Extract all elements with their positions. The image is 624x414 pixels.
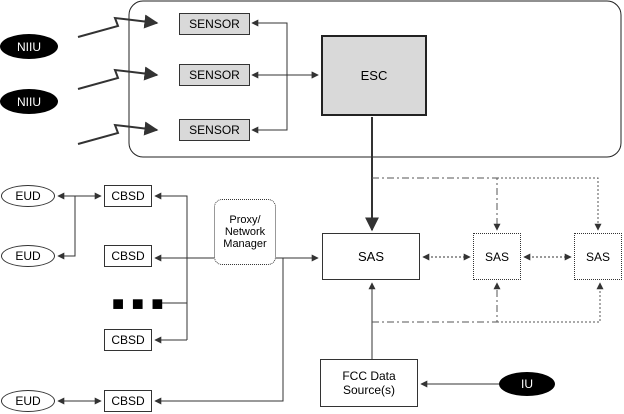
iu-node: IU [499,372,555,396]
eud-node-2: EUD [1,245,55,267]
eud-cbsd-link-2 [57,196,76,260]
sensor-esc-link-1 [251,19,319,79]
cbsd-box-4: CBSD [104,390,152,412]
sas-label-2: SAS [484,249,509,264]
fcc-label: FCC Data Source(s) [342,369,396,397]
eud-node-3: EUD [1,390,55,412]
more-cbsd-ellipsis: ■ ■ ■ [112,293,165,315]
sensor-label-3: SENSOR [189,123,240,137]
cbsd-box-3: CBSD [104,329,152,351]
esc-domain-boundary [128,0,622,158]
signal-bolt-1 [77,14,159,38]
fcc-data-source-box: FCC Data Source(s) [320,359,418,407]
cbsd-label-3: CBSD [111,333,145,347]
sensor-label-2: SENSOR [189,68,240,82]
niiu-label-1: NIIU [17,39,41,54]
eud-label-2: EUD [15,249,41,263]
cbsd-label-4: CBSD [111,394,145,408]
sensor-box-3: SENSOR [179,119,250,141]
cbsd-label-2: CBSD [111,249,145,263]
fcc-sas3-dotted-link [497,282,604,323]
niiu-label-2: NIIU [17,94,41,109]
eud-label-3: EUD [15,394,41,408]
sensor-label-1: SENSOR [189,17,240,31]
sas-label-main: SAS [357,249,384,264]
sensor-box-1: SENSOR [179,13,250,35]
sensor-box-2: SENSOR [179,64,250,86]
niiu-node-2: NIIU [0,89,58,114]
esc-box: ESC [321,35,427,116]
esc-sas3-dotted-link [497,177,602,231]
sas-box-3: SAS [574,233,622,280]
cbsd-label-1: CBSD [111,189,145,203]
eud-label-1: EUD [15,189,41,203]
sas-box-2: SAS [473,233,521,280]
proxy-label: Proxy/ Network Manager [223,214,267,250]
iu-label: IU [521,377,533,391]
cbsd-box-1: CBSD [104,185,152,207]
sensor-esc-link-3 [251,75,288,134]
cbsd-bottom-to-sas-link [154,258,284,405]
eud-node-1: EUD [1,185,55,207]
cbsd-box-2: CBSD [104,245,152,267]
signal-bolt-2 [77,66,159,90]
cbsd-bus [154,192,188,340]
sas-label-3: SAS [585,249,610,264]
niiu-node-1: NIIU [0,34,58,59]
fcc-sas2-dashed-link [372,282,501,323]
proxy-network-manager-box: Proxy/ Network Manager [214,199,276,265]
esc-sas2-dashed-link [372,177,501,231]
esc-label: ESC [360,68,388,83]
signal-bolt-3 [77,121,159,145]
sas-box-main: SAS [322,233,420,280]
